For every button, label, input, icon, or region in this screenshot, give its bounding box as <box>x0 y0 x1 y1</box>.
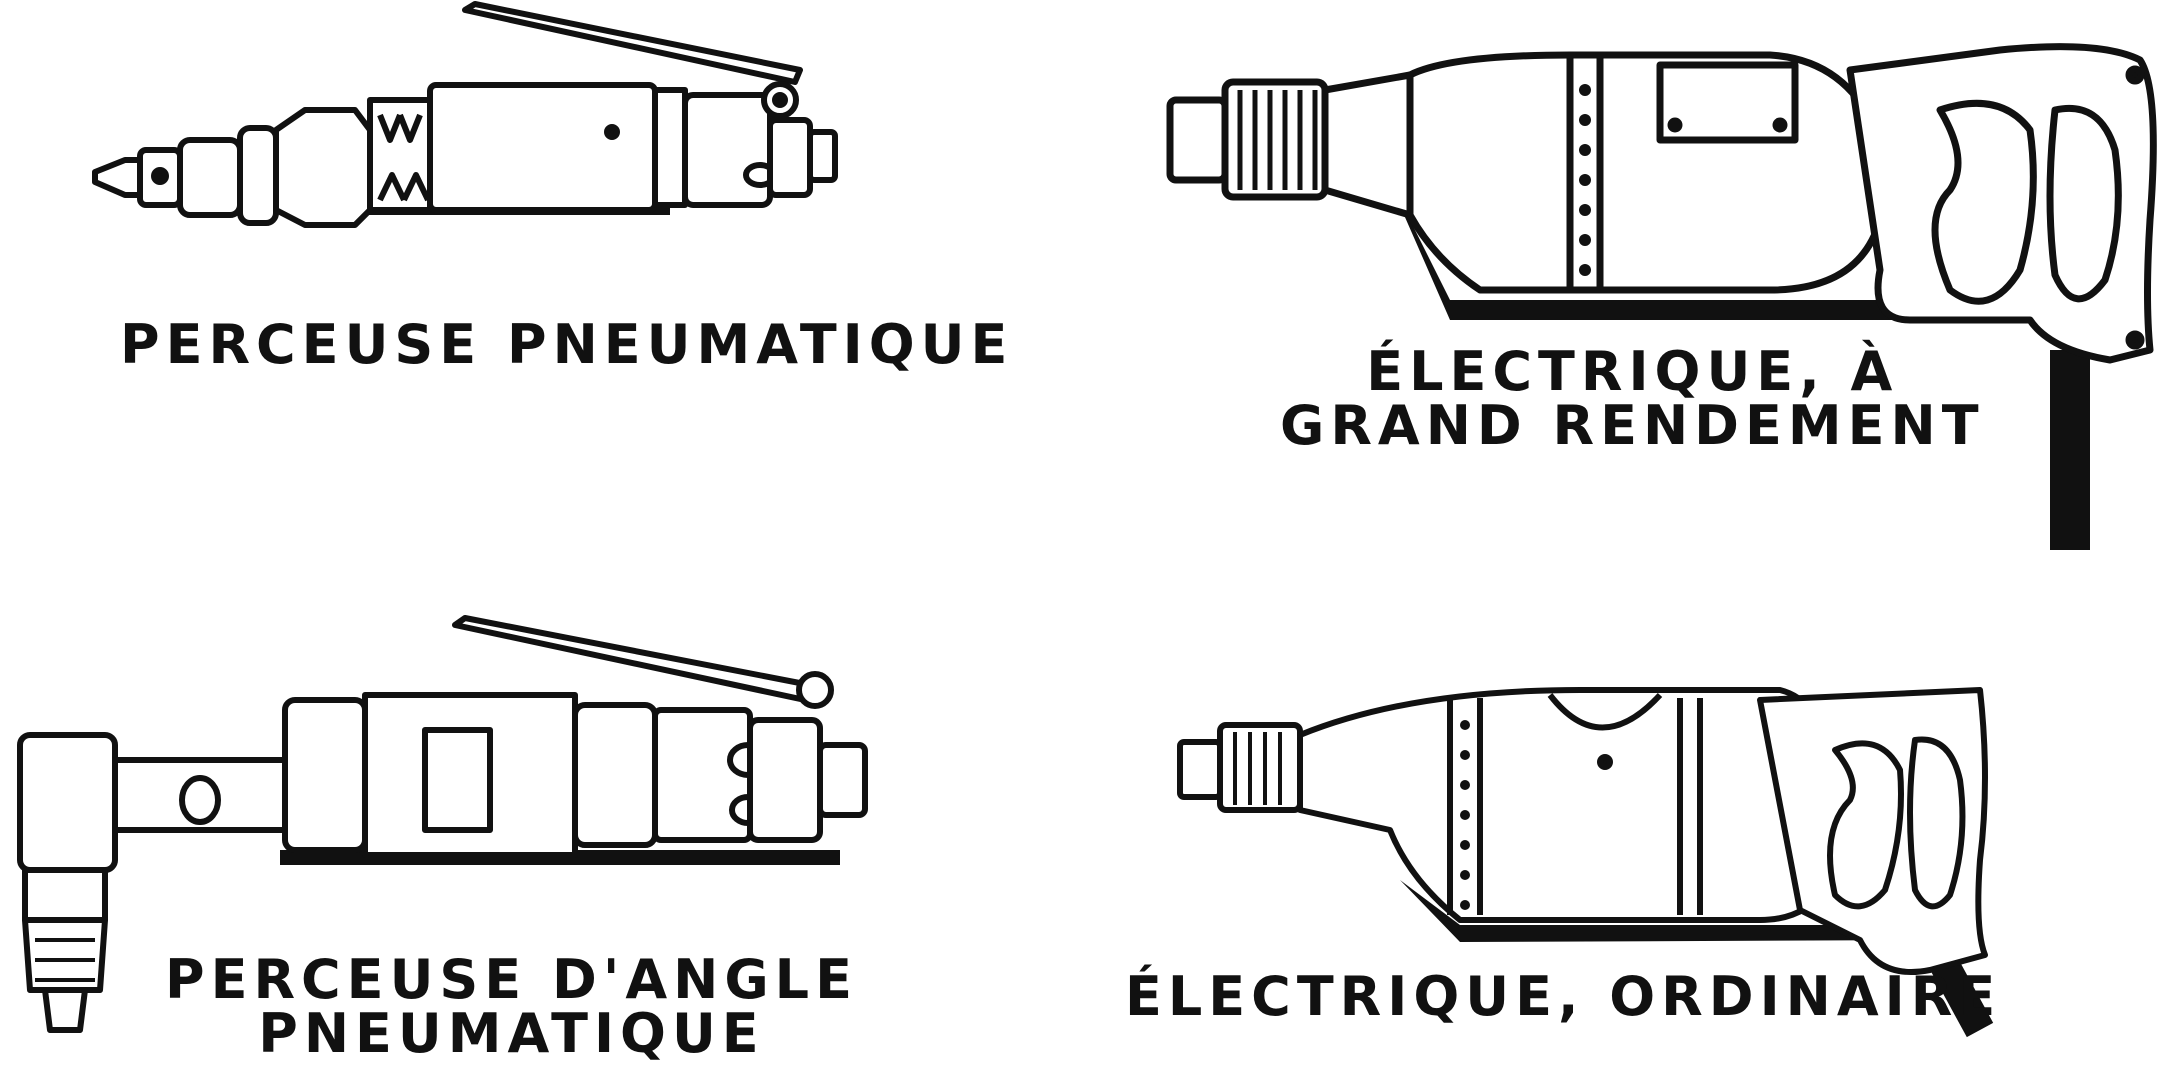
caption-line: PERCEUSE D'ANGLE <box>165 948 858 1011</box>
pneumatic-drill-caption: PERCEUSE PNEUMATIQUE <box>120 318 1013 372</box>
caption-line: GRAND RENDEMENT <box>1280 394 1985 457</box>
caption-line: ÉLECTRIQUE, À <box>1366 340 1899 403</box>
pneumatic-angle-drill-caption: PERCEUSE D'ANGLE PNEUMATIQUE <box>165 953 858 1061</box>
pneumatic-angle-drill-icon <box>17 615 868 1033</box>
caption-line: PERCEUSE PNEUMATIQUE <box>120 313 1014 376</box>
electric-heavy-duty-drill-icon <box>1166 43 2157 550</box>
electric-heavy-duty-drill-caption: ÉLECTRIQUE, À GRAND RENDEMENT <box>1280 345 1985 453</box>
caption-line: ÉLECTRIQUE, ORDINAIRE <box>1125 965 2002 1028</box>
electric-standard-drill-icon <box>1177 687 1994 1038</box>
electric-standard-drill-caption: ÉLECTRIQUE, ORDINAIRE <box>1125 970 2001 1024</box>
pneumatic-drill-icon <box>92 1 838 228</box>
caption-line: PNEUMATIQUE <box>258 1002 765 1065</box>
